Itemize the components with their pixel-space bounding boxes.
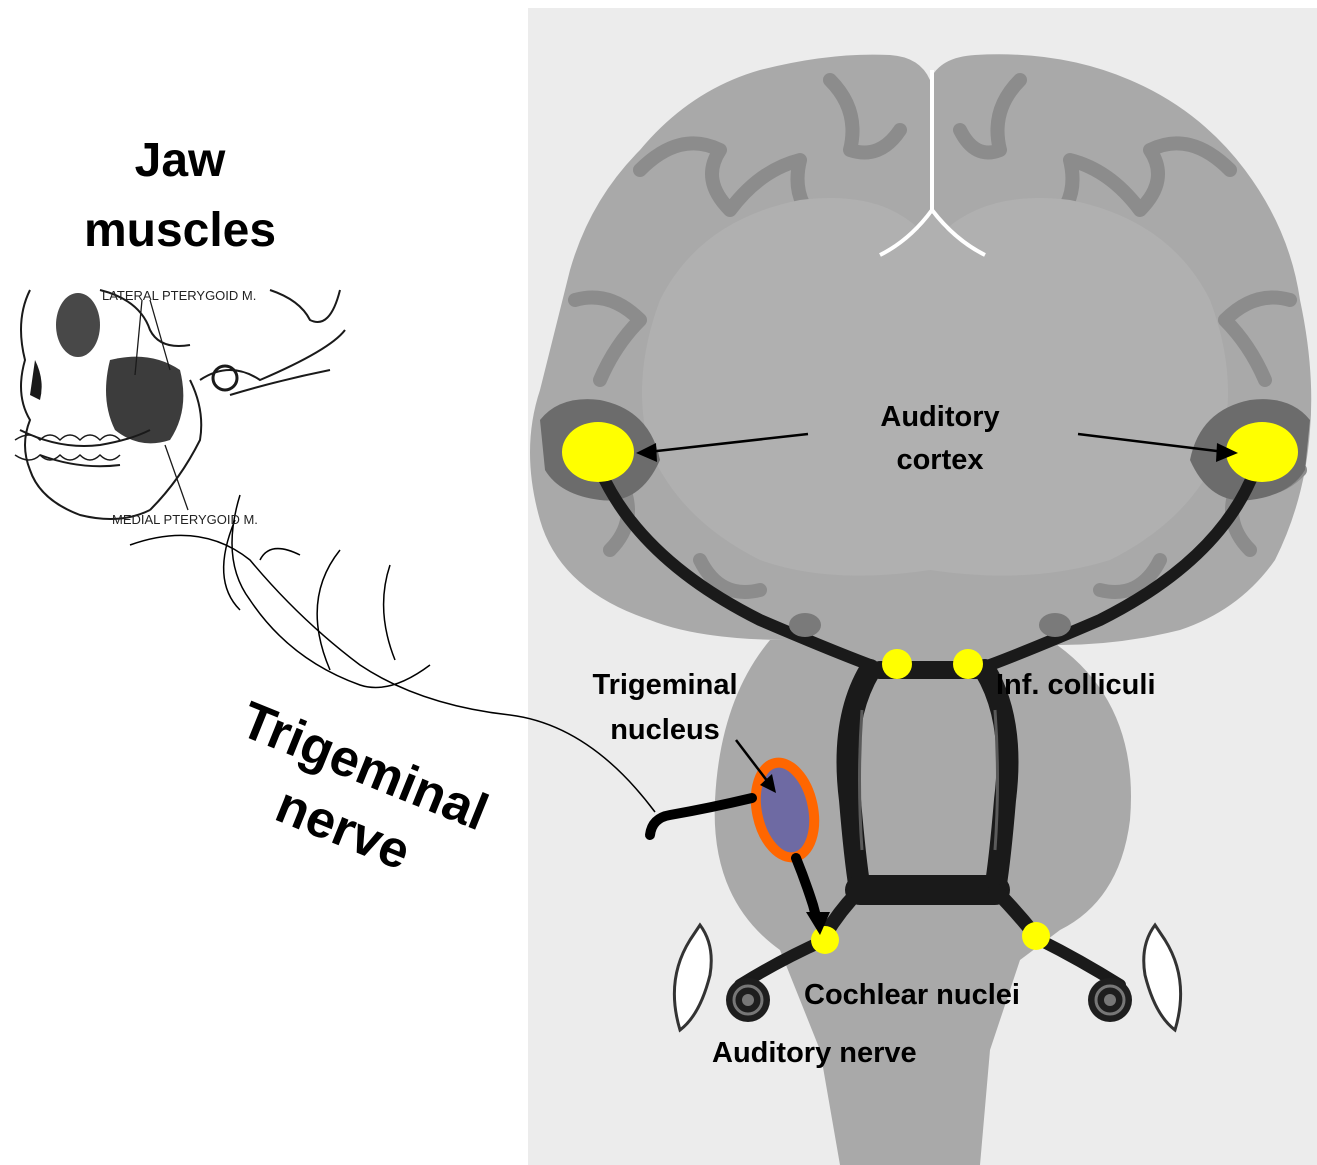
left-cochlear-nucleus-marker: [811, 926, 839, 954]
jaw-muscles-title-line1: Jaw: [80, 132, 280, 190]
auditory-nerve-label: Auditory nerve: [712, 1036, 917, 1070]
trigeminal-nucleus-label-line2: nucleus: [560, 713, 770, 747]
auditory-cortex-label-line2: cortex: [840, 443, 1040, 477]
right-inferior-colliculus-marker: [953, 649, 983, 679]
right-auditory-cortex-marker: [1226, 422, 1298, 482]
left-inferior-colliculus-marker: [882, 649, 912, 679]
left-auditory-cortex-marker: [562, 422, 634, 482]
left-thalamic-relay: [789, 613, 821, 637]
right-thalamic-relay: [1039, 613, 1071, 637]
auditory-cortex-label-line1: Auditory: [840, 400, 1040, 434]
cochlear-nuclei-label: Cochlear nuclei: [804, 978, 1020, 1012]
teeth: [15, 435, 120, 460]
white-matter: [642, 198, 1228, 576]
inferior-colliculi-label: Inf. colliculi: [996, 668, 1156, 702]
jaw-muscle-shading: [30, 293, 237, 443]
right-cochlear-nucleus-marker: [1022, 922, 1050, 950]
lateral-pterygoid-label: LATERAL PTERYGOID M.: [102, 288, 256, 303]
jaw-muscles-title-line2: muscles: [40, 202, 320, 260]
trigeminal-nucleus-label-line1: Trigeminal: [560, 668, 770, 702]
medial-pterygoid-label: MEDIAL PTERYGOID M.: [112, 512, 258, 527]
